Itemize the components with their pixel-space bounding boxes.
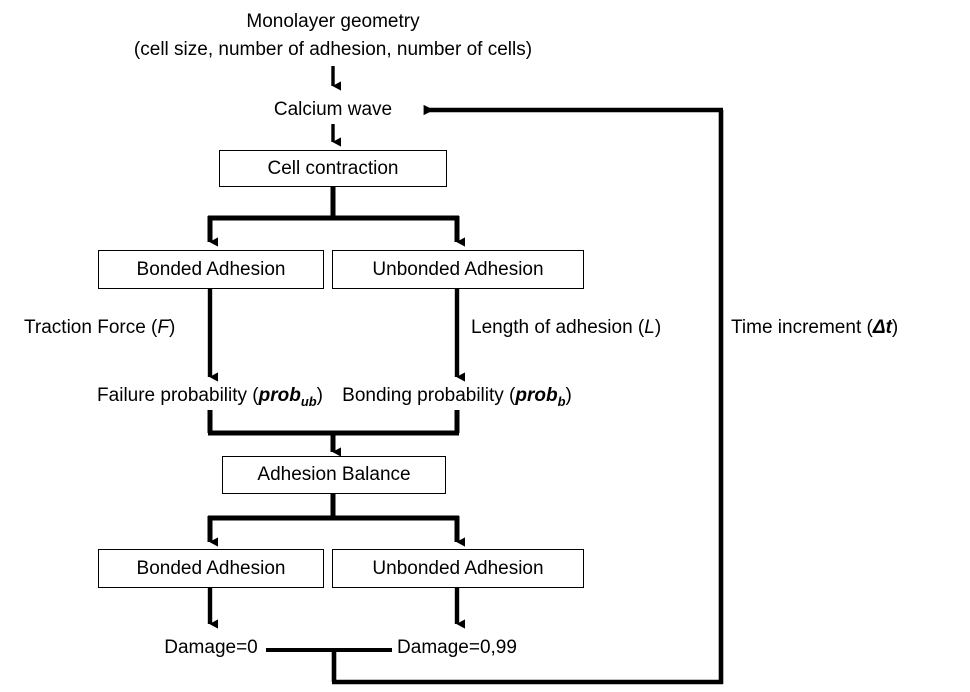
- node-adhesion-balance: Adhesion Balance: [222, 456, 446, 494]
- length-adhesion-close: ): [654, 317, 662, 338]
- traction-force-text: Traction Force (: [24, 317, 158, 338]
- traction-force-symbol: F: [157, 317, 169, 338]
- bonding-probability-symbol: prob: [515, 385, 558, 406]
- length-adhesion-text: Length of adhesion (: [471, 317, 645, 338]
- node-damage-high: Damage=0,99: [397, 637, 517, 658]
- node-unbonded-adhesion-bottom: Unbonded Adhesion: [332, 549, 584, 588]
- time-increment-symbol: Δt: [872, 317, 892, 338]
- failure-probability-subscript: ub: [300, 393, 317, 409]
- failure-probability-text: Failure probability (: [97, 385, 259, 406]
- node-monolayer-geometry-line1: Monolayer geometry: [246, 11, 420, 32]
- node-calcium-wave: Calcium wave: [273, 99, 393, 120]
- edge-label-bonding-probability: Bonding probability (probb): [342, 384, 572, 414]
- traction-force-close: ): [169, 317, 176, 338]
- edge-label-length-of-adhesion: Length of adhesion (L): [471, 316, 661, 340]
- bonding-probability-close: ): [565, 385, 572, 406]
- node-cell-contraction: Cell contraction: [219, 150, 447, 187]
- node-bonded-adhesion-top: Bonded Adhesion: [98, 250, 324, 289]
- time-increment-text: Time increment (: [731, 317, 873, 338]
- time-increment-close: ): [891, 317, 899, 338]
- failure-probability-symbol: prob: [258, 385, 301, 406]
- failure-probability-close: ): [316, 385, 323, 406]
- bonding-probability-text: Bonding probability (: [342, 385, 516, 406]
- node-unbonded-adhesion-top: Unbonded Adhesion: [332, 250, 584, 289]
- edge-label-failure-probability: Failure probability (probub): [97, 384, 323, 414]
- length-adhesion-symbol: L: [644, 317, 655, 338]
- edge-label-traction-force: Traction Force (F): [24, 316, 175, 340]
- edge-label-time-increment: Time increment (Δt): [731, 316, 898, 340]
- node-monolayer-geometry-line2: (cell size, number of adhesion, number o…: [133, 39, 533, 60]
- node-damage-zero: Damage=0: [164, 637, 258, 658]
- node-bonded-adhesion-bottom: Bonded Adhesion: [98, 549, 324, 588]
- bonding-probability-subscript: b: [557, 393, 566, 409]
